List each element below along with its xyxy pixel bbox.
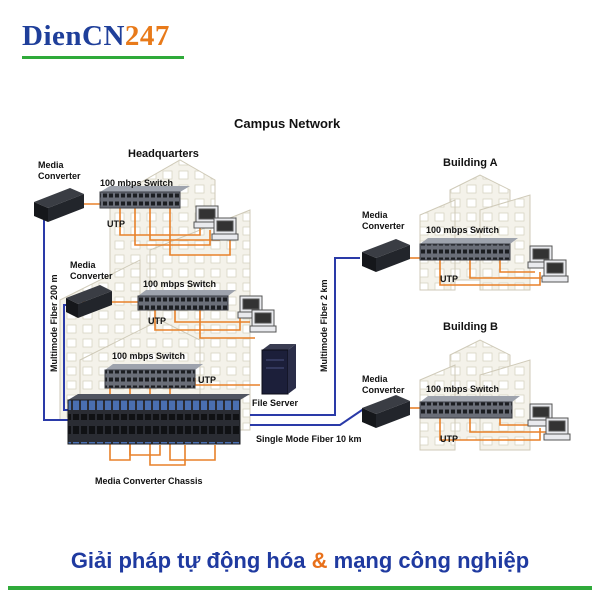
- switch-label-hq-middle: 100 mbps Switch: [143, 279, 216, 289]
- media-converter-hq-1: [34, 188, 84, 222]
- footer-text-right: mạng công nghiệp: [327, 548, 530, 573]
- media-converter-label-hq-2-line2: Converter: [70, 271, 113, 281]
- footer-ampersand: &: [311, 548, 328, 573]
- media-converter-label-hq-1-line2: Converter: [38, 171, 81, 181]
- computer-icon: [193, 205, 221, 229]
- switch-label-hq-top: 100 mbps Switch: [100, 178, 173, 188]
- brand-name-part2: 247: [124, 20, 170, 52]
- media-converter-label-b-line2: Converter: [362, 385, 405, 395]
- switch-hq-top: [99, 186, 190, 209]
- fiber-link-building-a: [250, 257, 360, 416]
- media-converter-building-a: [362, 239, 410, 272]
- file-server: [261, 344, 296, 395]
- media-converter-label-a-line1: Media: [362, 210, 389, 220]
- utp-label-hq-top: UTP: [107, 219, 125, 229]
- building-a-label: Building A: [443, 157, 498, 169]
- fiber-link-hq-converter-1: [43, 212, 70, 421]
- media-converter-chassis: [67, 394, 250, 445]
- media-converter-label-a-line2: Converter: [362, 221, 405, 231]
- media-converter-label-hq-1-line1: Media: [38, 160, 65, 170]
- computer-icon: [249, 309, 277, 333]
- switch-building-a: [419, 238, 518, 261]
- computer-icon: [543, 417, 571, 441]
- footer-text-left: Giải pháp tự động hóa: [70, 548, 312, 573]
- file-server-label: File Server: [252, 398, 299, 408]
- brand-logo: DienCN247: [22, 20, 170, 53]
- computer-icon: [211, 217, 239, 241]
- media-converter-label-hq-2-line1: Media: [70, 260, 97, 270]
- footer-underline: [8, 586, 592, 590]
- computer-icon: [541, 259, 569, 283]
- switch-label-hq-bottom: 100 mbps Switch: [112, 351, 185, 361]
- brand-name-part1: DienCN: [22, 20, 125, 52]
- media-converter-building-b: [362, 395, 410, 428]
- fiber-2km-label: Multimode Fiber 2 km: [319, 279, 329, 372]
- computer-icon: [527, 245, 555, 269]
- fiber-200m-label: Multimode Fiber 200 m: [49, 274, 59, 372]
- building-b-structure: [419, 339, 531, 451]
- switch-label-building-a: 100 mbps Switch: [426, 225, 499, 235]
- fiber-single-mode-label: Single Mode Fiber 10 km: [256, 434, 362, 444]
- media-converter-hq-2: [66, 285, 112, 318]
- footer-slogan: Giải pháp tự động hóa & mạng công nghiệp: [0, 548, 600, 574]
- switch-label-building-b: 100 mbps Switch: [426, 384, 499, 394]
- utp-label-hq-middle: UTP: [148, 316, 166, 326]
- utp-label-building-a: UTP: [440, 274, 458, 284]
- brand-underline: [22, 56, 184, 59]
- switch-hq-middle: [137, 290, 236, 311]
- chassis-label: Media Converter Chassis: [95, 476, 203, 486]
- utp-label-hq-bottom: UTP: [198, 375, 216, 385]
- fiber-link-building-b: [250, 407, 366, 426]
- switch-hq-bottom: [104, 364, 203, 389]
- computer-icon: [237, 295, 265, 319]
- switch-building-b: [419, 396, 520, 419]
- pc-icons: [193, 205, 571, 441]
- building-b-label: Building B: [443, 321, 498, 333]
- diagram-title: Campus Network: [234, 116, 341, 131]
- media-converter-label-b-line1: Media: [362, 374, 389, 384]
- headquarters-label: Headquarters: [128, 148, 199, 160]
- utp-label-building-b: UTP: [440, 434, 458, 444]
